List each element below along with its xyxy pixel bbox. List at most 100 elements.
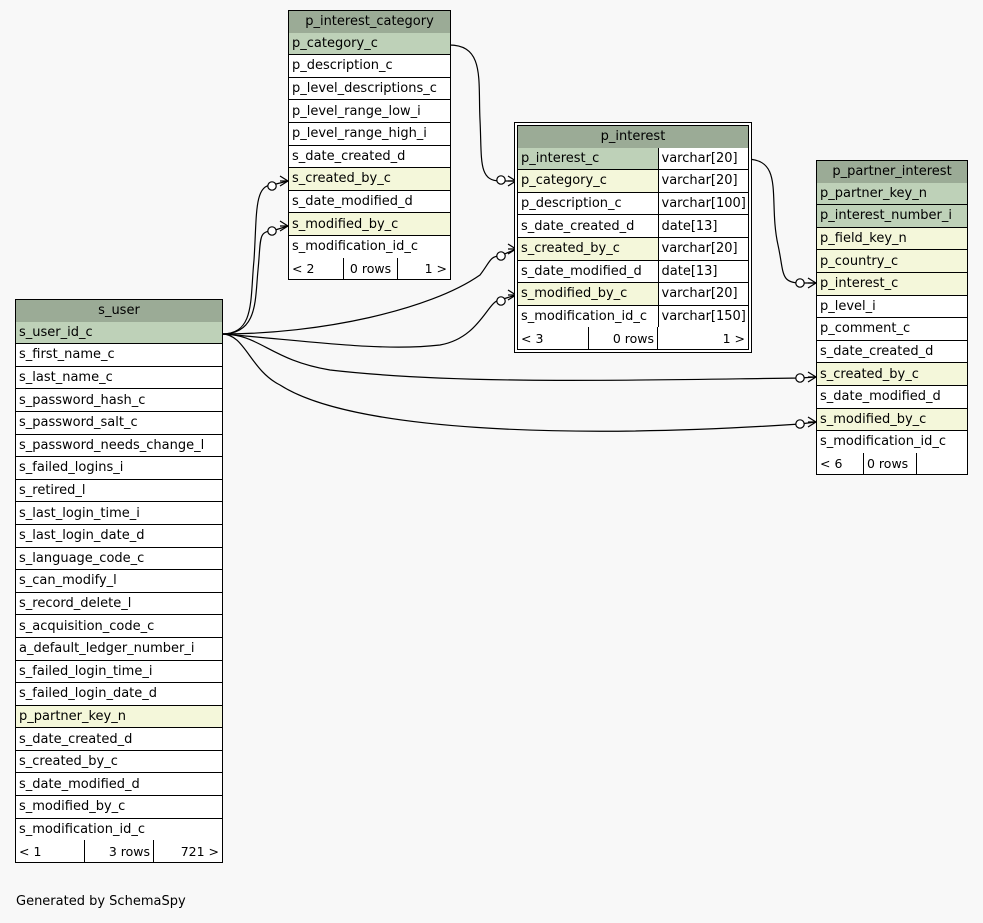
children-link[interactable]: 1 > <box>657 327 748 349</box>
table-nav: < 1 3 rows 721 > <box>16 840 222 862</box>
column-row[interactable]: s_last_login_date_d <box>16 523 222 548</box>
column-name: s_last_login_date_d <box>16 523 222 548</box>
column-row[interactable]: s_date_created_d <box>289 144 450 169</box>
parents-link[interactable]: < 3 <box>518 327 589 349</box>
column-row[interactable]: s_created_by_c <box>289 167 450 191</box>
column-type: varchar[100] <box>657 191 748 216</box>
column-name: s_modification_id_c <box>817 430 967 453</box>
column-row[interactable]: s_modified_by_c <box>817 407 967 432</box>
column-name: p_category_c <box>518 169 659 193</box>
column-name: s_modified_by_c <box>16 795 222 819</box>
column-row[interactable]: s_acquisition_code_c <box>16 614 222 638</box>
edge-category-to-interest <box>448 44 516 182</box>
column-row[interactable]: s_created_by_c <box>817 362 967 386</box>
table-title[interactable]: s_user <box>16 300 222 322</box>
column-row[interactable]: p_field_key_n <box>817 226 967 251</box>
column-row[interactable]: p_description_c <box>289 54 450 78</box>
row-count: 0 rows <box>343 257 398 280</box>
column-row[interactable]: s_modification_id_c <box>16 817 222 841</box>
column-type: varchar[150] <box>657 304 748 328</box>
column-row[interactable]: s_date_modified_d <box>817 384 967 409</box>
column-row[interactable]: s_first_name_c <box>16 343 222 367</box>
crowfoot-partner-interest <box>807 277 817 289</box>
column-row[interactable]: p_partner_key_n <box>817 182 967 206</box>
column-name: p_category_c <box>289 32 450 56</box>
column-row[interactable]: s_date_created_d <box>817 339 967 364</box>
column-row[interactable]: s_failed_logins_i <box>16 456 222 480</box>
column-name: p_country_c <box>817 249 967 273</box>
column-row[interactable]: s_date_modified_d <box>16 772 222 797</box>
column-row[interactable]: s_can_modify_l <box>16 569 222 593</box>
column-row[interactable]: s_modification_id_c <box>289 234 450 258</box>
column-row[interactable]: p_comment_c <box>817 317 967 341</box>
column-row[interactable]: s_failed_login_time_i <box>16 659 222 684</box>
column-row[interactable]: s_created_by_c <box>16 749 222 774</box>
children-link[interactable]: 721 > <box>153 840 222 862</box>
column-row[interactable]: s_user_id_c <box>16 321 222 345</box>
parents-link[interactable]: < 2 <box>289 257 344 280</box>
column-row[interactable]: s_modified_by_c <box>289 212 450 236</box>
column-row[interactable]: s_password_needs_change_l <box>16 433 222 458</box>
column-row[interactable]: s_modified_by_c <box>16 795 222 819</box>
column-name: s_modified_by_c <box>817 407 967 432</box>
column-row[interactable]: s_failed_login_date_d <box>16 682 222 706</box>
column-row[interactable]: s_last_login_time_i <box>16 501 222 525</box>
children-link[interactable] <box>916 452 967 475</box>
column-name: s_password_needs_change_l <box>16 433 222 458</box>
column-row[interactable]: s_date_created_d <box>16 727 222 751</box>
optional-marker-interest-created <box>496 251 506 261</box>
column-type: varchar[20] <box>657 169 748 193</box>
column-name: s_record_delete_l <box>16 591 222 616</box>
table-title[interactable]: p_interest_category <box>289 11 450 33</box>
column-row[interactable]: s_record_delete_l <box>16 591 222 616</box>
column-row[interactable]: p_level_range_high_i <box>289 121 450 146</box>
optional-marker-category-created <box>267 181 277 191</box>
column-row[interactable]: p_category_c <box>289 32 450 56</box>
column-row[interactable]: p_level_i <box>817 294 967 319</box>
column-row[interactable]: s_date_modified_d <box>289 189 450 214</box>
column-row[interactable]: p_interest_c <box>817 271 967 296</box>
column-name: a_default_ledger_number_i <box>16 636 222 661</box>
column-name: s_date_modified_d <box>518 259 659 284</box>
column-row[interactable]: s_retired_l <box>16 478 222 503</box>
column-name: s_password_salt_c <box>16 410 222 435</box>
column-row[interactable]: s_language_code_c <box>16 546 222 571</box>
parents-link[interactable]: < 1 <box>16 840 85 862</box>
column-row[interactable]: p_interest_number_i <box>817 204 967 228</box>
table-title[interactable]: p_interest <box>518 126 748 148</box>
column-row[interactable]: a_default_ledger_number_i <box>16 636 222 661</box>
column-name: s_password_hash_c <box>16 388 222 412</box>
edge-user-to-partner-modified <box>221 333 817 432</box>
children-link[interactable]: 1 > <box>397 257 450 280</box>
column-row[interactable]: s_password_hash_c <box>16 388 222 412</box>
column-row[interactable]: p_country_c <box>817 249 967 273</box>
column-name: s_date_created_d <box>16 727 222 751</box>
column-row[interactable]: s_last_name_c <box>16 365 222 390</box>
column-row[interactable]: p_level_descriptions_c <box>289 76 450 101</box>
optional-marker-partner-interest <box>795 278 805 288</box>
table-title[interactable]: p_partner_interest <box>817 161 967 183</box>
parents-link[interactable]: < 6 <box>817 452 864 475</box>
column-name: s_created_by_c <box>16 749 222 774</box>
column-row[interactable]: p_partner_key_n <box>16 704 222 729</box>
column-row[interactable]: s_password_salt_c <box>16 410 222 435</box>
column-name: s_modification_id_c <box>16 817 222 841</box>
column-name: p_level_range_high_i <box>289 121 450 146</box>
column-row[interactable]: s_modification_id_c <box>817 430 967 453</box>
column-row[interactable]: p_level_range_low_i <box>289 99 450 123</box>
column-name: s_retired_l <box>16 478 222 503</box>
